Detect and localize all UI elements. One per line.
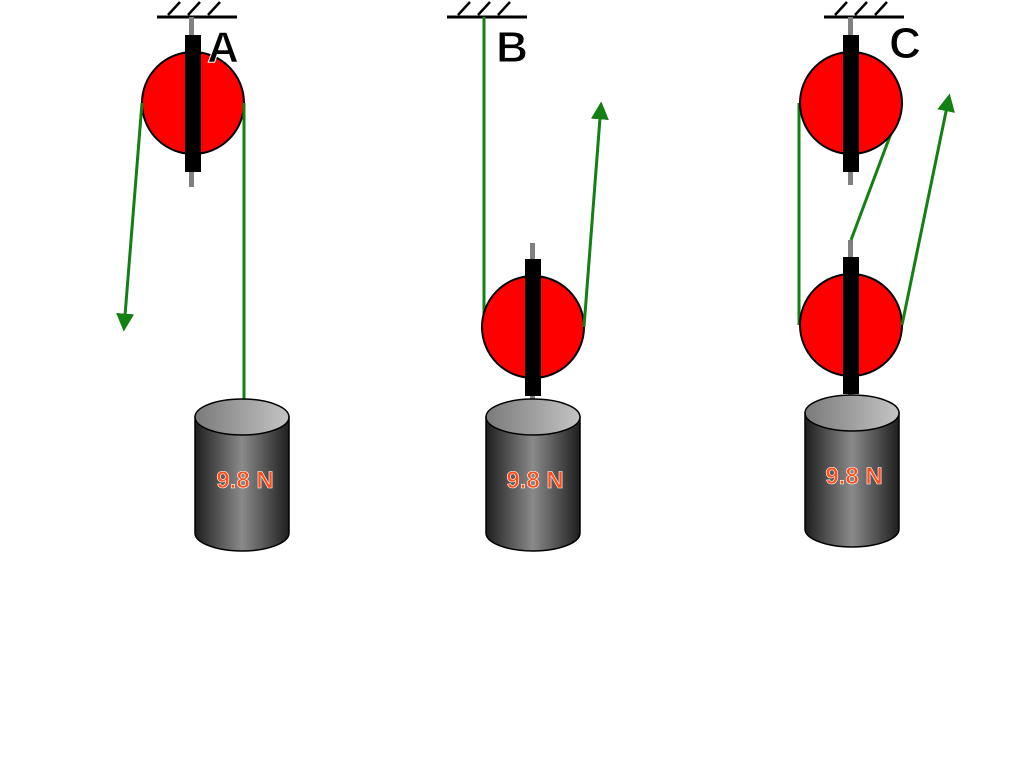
ceiling-support-a: [157, 1, 237, 19]
setup-label-b: B: [496, 23, 528, 72]
rope-pull-arrow-a: [116, 102, 144, 332]
rope-pull-arrow-b: [582, 101, 609, 328]
axle-bar-a: [185, 35, 201, 172]
rope-connector-c: [849, 127, 895, 241]
setup-c: 9.8 N C: [797, 1, 955, 548]
axle-bar-c-fixed: [843, 35, 859, 172]
ceiling-support-c: [824, 1, 904, 19]
weight-label-c: 9.8 N: [825, 463, 882, 490]
rope-pull-arrow-c: [900, 93, 955, 326]
setup-a: 9.8 N A: [116, 1, 290, 552]
weight-b: 9.8 N: [485, 398, 581, 552]
setup-b: 9.8 N B: [447, 1, 609, 552]
ceiling-support-b: [447, 1, 527, 19]
weight-label-b: 9.8 N: [506, 467, 563, 494]
axle-bar-c-movable: [843, 257, 859, 394]
axle-bar-b: [525, 259, 541, 396]
setup-label-c: C: [889, 19, 921, 68]
setup-label-a: A: [207, 23, 239, 72]
weight-label-a: 9.8 N: [216, 467, 273, 494]
weight-c: 9.8 N: [804, 394, 900, 548]
weight-a: 9.8 N: [194, 398, 290, 552]
